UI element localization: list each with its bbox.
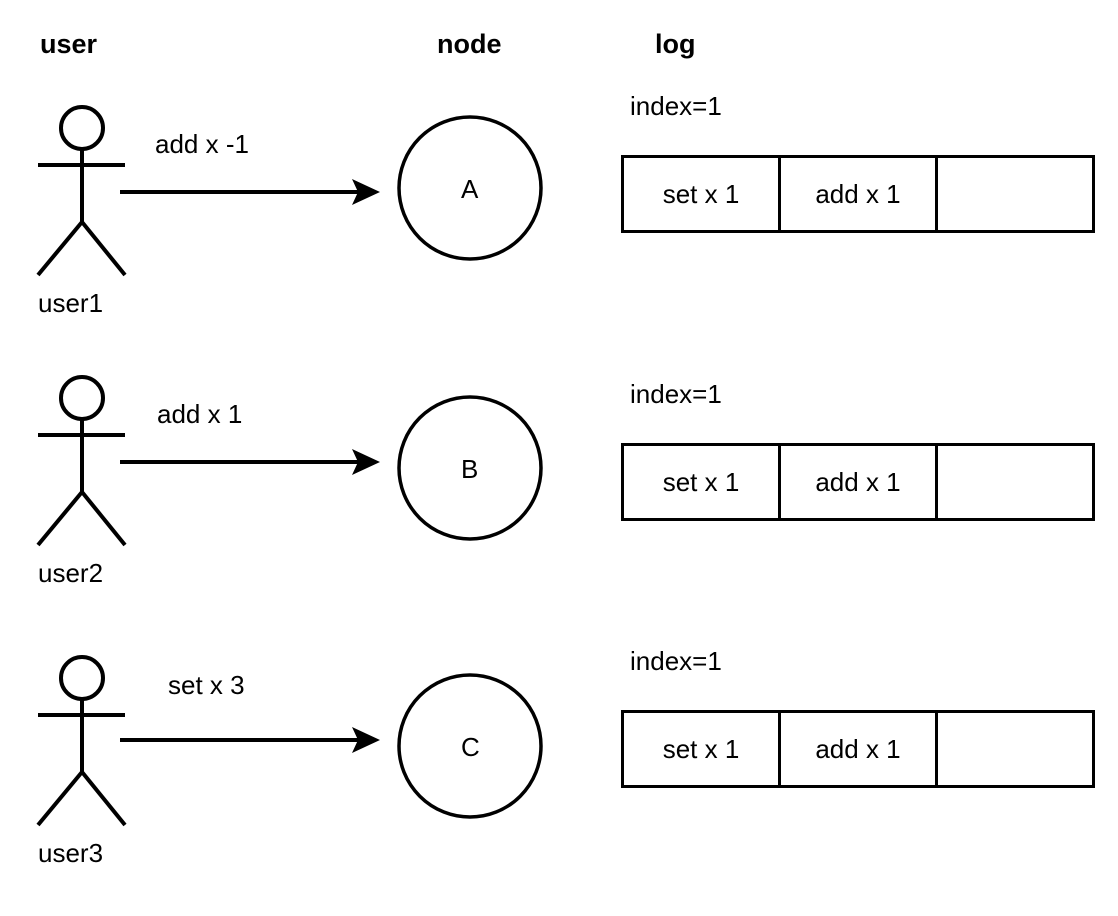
arrow-right-icon bbox=[120, 179, 380, 205]
message-label: add x -1 bbox=[155, 129, 249, 159]
log-entry-cell-empty bbox=[938, 446, 1092, 518]
column-header-log: log bbox=[655, 29, 696, 59]
arrow-right-icon bbox=[120, 727, 380, 753]
node-label: A bbox=[461, 174, 479, 204]
column-header-user: user bbox=[40, 29, 98, 59]
actor-label: user1 bbox=[38, 288, 104, 318]
node-label: B bbox=[461, 454, 479, 484]
log-entry-cell: set x 1 bbox=[624, 446, 781, 518]
arrow-right-icon bbox=[120, 449, 380, 475]
stick-figure-icon bbox=[36, 105, 127, 277]
log-entry-cell: set x 1 bbox=[624, 713, 781, 785]
log-index-label: index=1 bbox=[630, 91, 722, 121]
log-entry-cell: add x 1 bbox=[781, 158, 938, 230]
log-table: set x 1 add x 1 bbox=[621, 155, 1095, 233]
message-label: add x 1 bbox=[157, 399, 243, 429]
stick-figure-icon bbox=[36, 655, 127, 827]
actor-label: user3 bbox=[38, 838, 104, 868]
log-entry-cell: set x 1 bbox=[624, 158, 781, 230]
circle-node-icon bbox=[397, 115, 543, 261]
actor-label: user2 bbox=[38, 558, 104, 588]
log-table: set x 1 add x 1 bbox=[621, 710, 1095, 788]
circle-node-icon bbox=[397, 673, 543, 819]
log-entry-cell-empty bbox=[938, 158, 1092, 230]
log-index-label: index=1 bbox=[630, 646, 722, 676]
log-entry-cell-empty bbox=[938, 713, 1092, 785]
message-label: set x 3 bbox=[168, 670, 245, 700]
log-entry-cell: add x 1 bbox=[781, 446, 938, 518]
log-table: set x 1 add x 1 bbox=[621, 443, 1095, 521]
circle-node-icon bbox=[397, 395, 543, 541]
column-header-node: node bbox=[437, 29, 502, 59]
stick-figure-icon bbox=[36, 375, 127, 547]
log-entry-cell: add x 1 bbox=[781, 713, 938, 785]
node-label: C bbox=[461, 732, 480, 762]
log-index-label: index=1 bbox=[630, 379, 722, 409]
